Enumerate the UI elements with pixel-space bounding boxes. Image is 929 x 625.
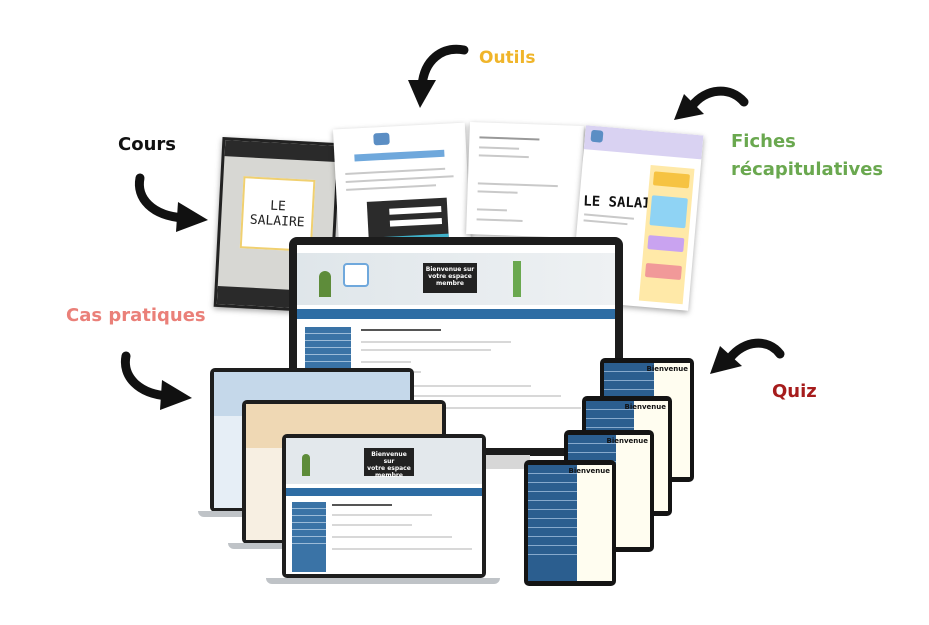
arrow-quiz-icon [710,338,785,374]
cover-title-line2: SALAIRE [249,212,305,231]
laptop-banner-line3: membre [375,472,403,479]
logo-icon [590,129,604,143]
tablet-4-heading: Bienvenue [568,467,611,475]
logo-icon [373,132,390,146]
arrow-cas-pratiques-icon [120,351,192,410]
banner-line3: membre [436,280,464,287]
label-quiz: Quiz [772,381,817,402]
plant-icon [302,454,310,476]
tool-document-2 [466,122,584,238]
nav-bar[interactable] [297,309,615,319]
laptop-nav-bar[interactable] [286,488,482,496]
banner-text: Bienvenue sur votre espace membre [423,263,477,293]
arrow-fiches-icon [674,86,749,120]
laptop-banner-text: Bienvenue sur votre espace membre [364,448,414,479]
label-cas-pratiques: Cas pratiques [66,305,206,326]
tablet-1-heading: Bienvenue [646,365,689,373]
plant-icon [513,261,521,297]
tablet-3-heading: Bienvenue [606,437,649,445]
logo-icon [343,263,369,287]
laptop-3: Bienvenue sur votre espace membre [266,434,500,586]
cover-title-line1: LE [269,198,287,215]
fiche-side-panel [638,164,695,305]
label-fiches-line2: récapitulatives [731,159,884,180]
label-fiches: Fiches récapitulatives [731,128,883,184]
laptop-banner-line2: votre espace [367,465,411,472]
laptop-banner-line1: Bienvenue sur [371,451,407,465]
tool-document-1 [332,122,472,250]
arrow-cours-icon [134,173,208,232]
plant-icon [319,271,331,297]
tool-header-bar [354,149,445,162]
arrow-outils-icon [408,44,469,108]
welcome-banner: Bienvenue sur votre espace membre [297,253,615,305]
laptop-sidebar[interactable] [292,502,326,572]
label-cours: Cours [118,134,176,155]
label-fiches-line1: Fiches [731,131,796,152]
laptop-3-screen: Bienvenue sur votre espace membre [286,438,482,574]
tablet-2-heading: Bienvenue [624,403,667,411]
banner-line1: Bienvenue sur [425,266,475,273]
banner-line2: votre espace [428,273,472,280]
tablet-4: Bienvenue [524,460,616,586]
label-outils: Outils [479,48,536,68]
